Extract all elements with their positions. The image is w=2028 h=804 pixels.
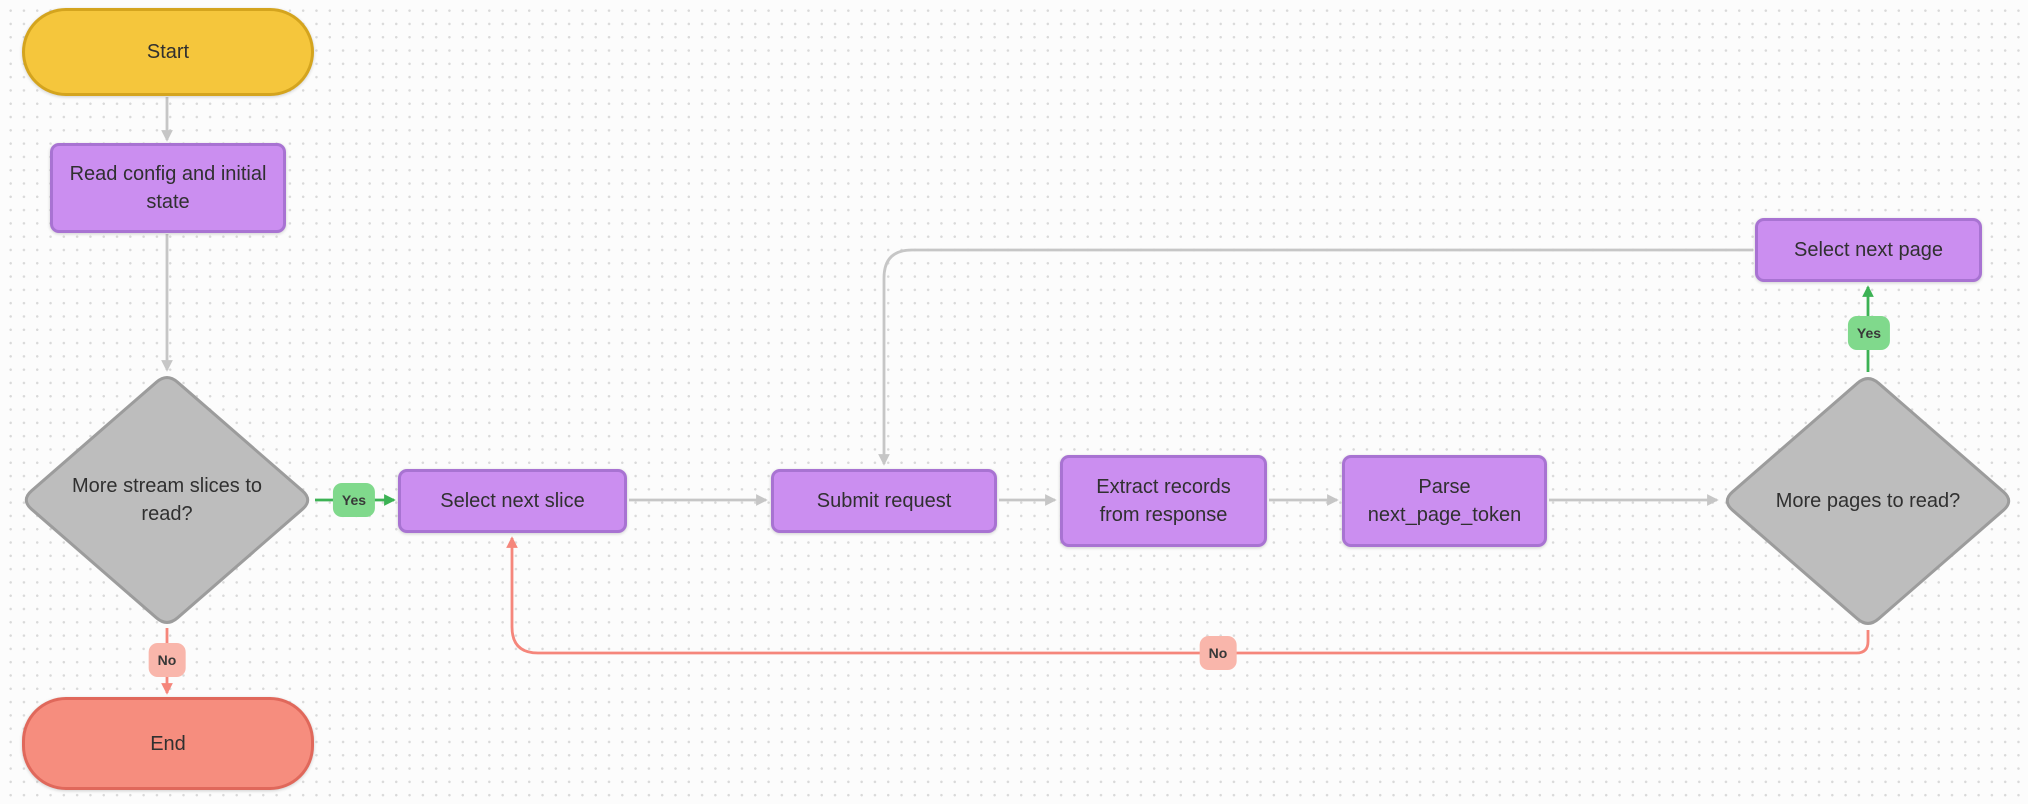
- node-select-next-slice-label: Select next slice: [440, 490, 585, 512]
- node-read-config-label: Read config and initial state: [69, 163, 267, 213]
- edge-more-pages-no-loop-to-select-slice: [506, 536, 1870, 655]
- node-end-label: End: [150, 732, 186, 755]
- node-read-config: Read config and initial state: [50, 143, 286, 233]
- node-parse-token: Parse next_page_token: [1342, 455, 1547, 547]
- node-start: Start: [22, 8, 314, 96]
- node-select-next-slice: Select next slice: [398, 469, 627, 533]
- node-submit-request-label: Submit request: [816, 490, 952, 512]
- node-extract-records-label: Extract records from response: [1096, 476, 1231, 526]
- edge-label-yes-0: Yes: [332, 483, 376, 517]
- edge-label-yes-2: Yes: [1847, 316, 1891, 350]
- edge-label-no-1: No: [148, 643, 186, 677]
- node-end: End: [22, 697, 314, 790]
- edge-label-no-3: No: [1199, 636, 1237, 670]
- node-start-label: Start: [146, 41, 190, 63]
- edge-select-page-loop-to-submit: [878, 248, 1753, 466]
- node-submit-request: Submit request: [771, 469, 997, 533]
- node-extract-records: Extract records from response: [1060, 455, 1267, 547]
- node-select-next-page-label: Select next page: [1794, 239, 1943, 261]
- node-more-slices-shape: [24, 376, 310, 624]
- node-select-next-page: Select next page: [1755, 218, 1982, 282]
- node-more-pages-shape: [1725, 377, 2011, 625]
- node-parse-token-label: Parse next_page_token: [1367, 476, 1522, 526]
